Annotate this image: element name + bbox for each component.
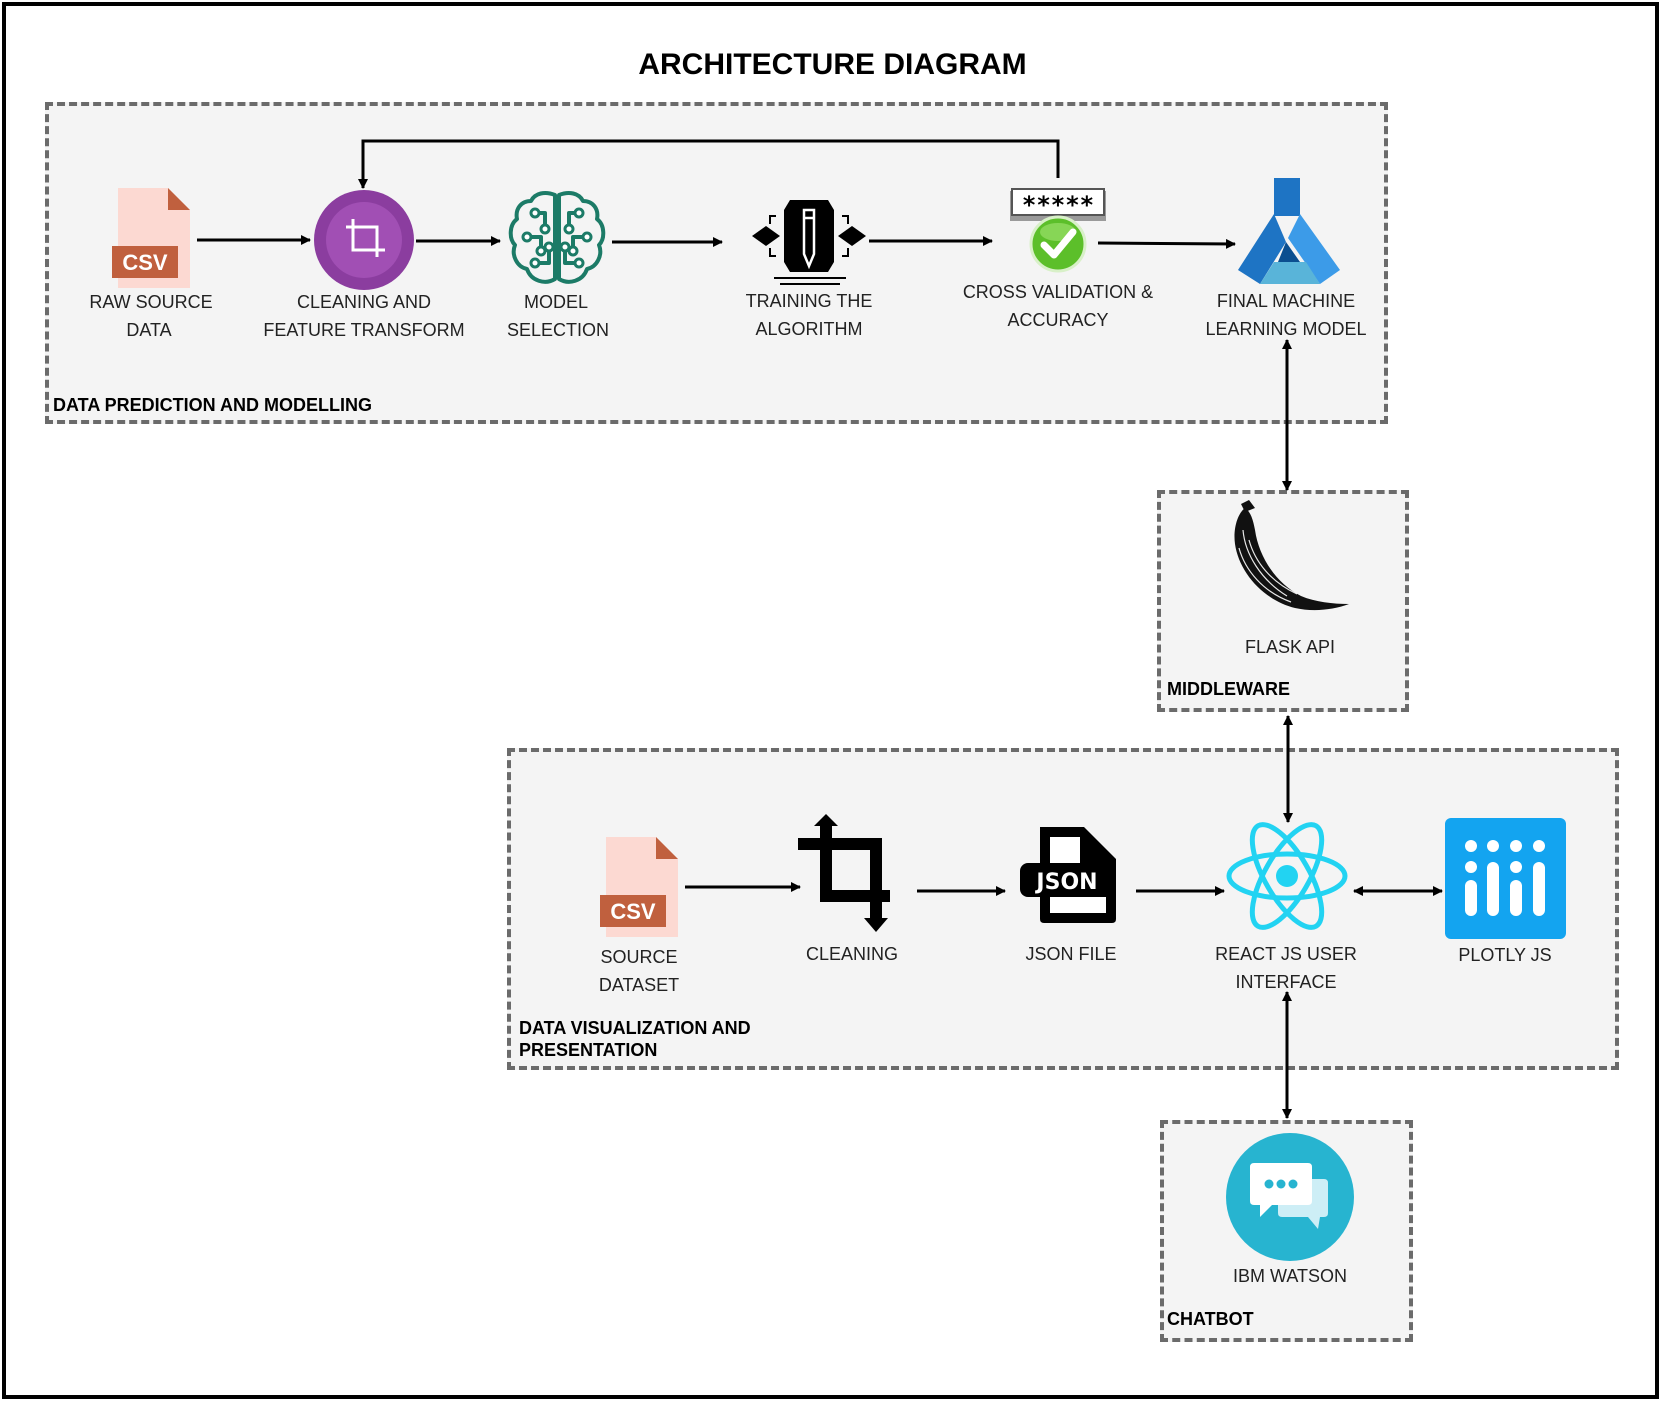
csv-text-2: CSV [610, 899, 656, 924]
label-model-selection-1: MODEL [523, 292, 589, 312]
label-final-model-2: LEARNING MODEL [1205, 319, 1367, 339]
csv-file-icon: CSV [112, 188, 190, 288]
label-cleaning: CLEANING [805, 944, 899, 964]
password-text: ***** [1022, 191, 1094, 219]
label-react-ui-2: INTERFACE [1235, 972, 1337, 992]
label-final-model-1: FINAL MACHINE [1216, 291, 1356, 311]
csv-dataset-icon: CSV [600, 837, 678, 937]
react-atom-icon [1226, 822, 1348, 930]
arrow-feedback-loop [358, 139, 1060, 189]
group-label-visualization-2: PRESENTATION [519, 1040, 658, 1060]
label-cleaning-feature-1: CLEANING AND [296, 292, 432, 312]
json-file-icon: JSON [1020, 827, 1116, 923]
password-check-icon: ***** [1010, 188, 1106, 273]
azure-ml-flask-icon [1238, 178, 1340, 284]
label-raw-source-1: RAW SOURCE [89, 292, 213, 312]
group-label-chatbot: CHATBOT [1167, 1309, 1254, 1329]
watson-chat-icon [1226, 1133, 1354, 1261]
group-data-prediction [45, 102, 1388, 424]
label-flask-api: FLASK API [1244, 637, 1336, 657]
label-cleaning-feature-2: FEATURE TRANSFORM [263, 320, 465, 340]
label-ibm-watson: IBM WATSON [1233, 1266, 1347, 1286]
plotly-icon [1445, 818, 1566, 939]
label-cross-validation-2: ACCURACY [1007, 310, 1109, 330]
label-model-selection-2: SELECTION [506, 320, 610, 340]
flask-horn-icon [1234, 500, 1349, 611]
label-raw-source-2: DATA [126, 320, 172, 340]
group-label-visualization-1: DATA VISUALIZATION AND [519, 1018, 751, 1038]
training-pen-icon [752, 200, 866, 285]
crop-icon [798, 814, 890, 932]
csv-text: CSV [122, 250, 168, 275]
label-plotly: PLOTLY JS [1458, 945, 1552, 965]
json-text: JSON [1034, 870, 1097, 895]
brain-circuit-icon [508, 191, 606, 284]
label-source-dataset-1: SOURCE [600, 947, 678, 967]
label-react-ui-1: REACT JS USER [1215, 944, 1357, 964]
label-training-1: TRAINING THE [745, 291, 873, 311]
arrow-validation-to-final [1097, 238, 1236, 249]
label-training-2: ALGORITHM [755, 319, 863, 339]
diagram-title: ARCHITECTURE DIAGRAM [638, 48, 1027, 81]
group-label-modelling: DATA PREDICTION AND MODELLING [53, 395, 372, 415]
label-cross-validation-1: CROSS VALIDATION & [962, 282, 1154, 302]
group-label-middleware: MIDDLEWARE [1167, 679, 1290, 699]
label-json-file: JSON FILE [1025, 944, 1117, 964]
label-source-dataset-2: DATASET [598, 975, 680, 995]
crop-circle-icon [314, 190, 414, 290]
